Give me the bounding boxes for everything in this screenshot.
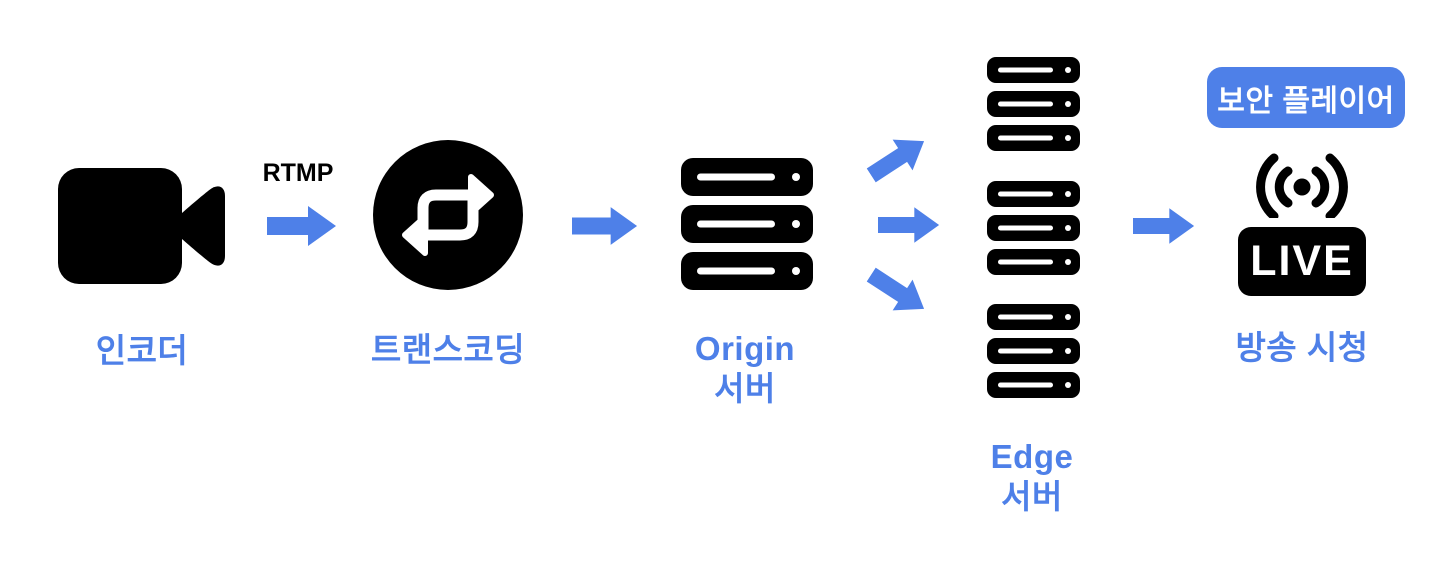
broadcast-signal-icon — [1256, 153, 1348, 218]
edge-server-label-line1: Edge — [990, 438, 1074, 475]
secure-player-badge: 보안 플레이어 — [1207, 67, 1405, 128]
edge-server-stack-icon — [987, 304, 1080, 406]
encoder-label: 인코더 — [95, 332, 189, 369]
origin-server-label: Origin 서버 — [645, 329, 845, 408]
server-slab — [987, 338, 1080, 364]
edge-server-label-line2: 서버 — [1001, 477, 1063, 515]
server-slab — [681, 205, 813, 243]
edge-server-stack-icon — [987, 57, 1080, 159]
server-slab — [681, 252, 813, 290]
origin-server-label-line2: 서버 — [714, 369, 776, 407]
server-slab — [987, 249, 1080, 275]
origin-server-stack-icon — [681, 158, 813, 299]
edge-server-stack-icon — [987, 181, 1080, 283]
server-slab — [987, 91, 1080, 117]
server-slab — [681, 158, 813, 196]
arrow-right-icon — [878, 207, 940, 243]
repeat-transcode-icon — [373, 140, 523, 290]
server-slab — [987, 125, 1080, 151]
arrow-right-icon — [572, 207, 638, 245]
live-badge-icon: LIVE — [1238, 227, 1366, 296]
server-slab — [987, 372, 1080, 398]
server-slab — [987, 57, 1080, 83]
arrow-down-right-icon — [866, 267, 925, 311]
rtmp-label: RTMP — [262, 159, 334, 187]
arrow-right-icon — [1133, 208, 1195, 244]
server-slab — [987, 215, 1080, 241]
arrow-right-icon — [267, 206, 336, 246]
server-slab — [987, 181, 1080, 207]
transcoding-label: 트랜스코딩 — [370, 331, 526, 368]
server-slab — [987, 304, 1080, 330]
viewer-label: 방송 시청 — [1235, 329, 1369, 366]
origin-server-label-line1: Origin — [694, 330, 796, 367]
edge-server-label: Edge 서버 — [932, 437, 1132, 516]
video-camera-icon — [58, 168, 225, 284]
arrow-up-right-icon — [866, 139, 925, 183]
